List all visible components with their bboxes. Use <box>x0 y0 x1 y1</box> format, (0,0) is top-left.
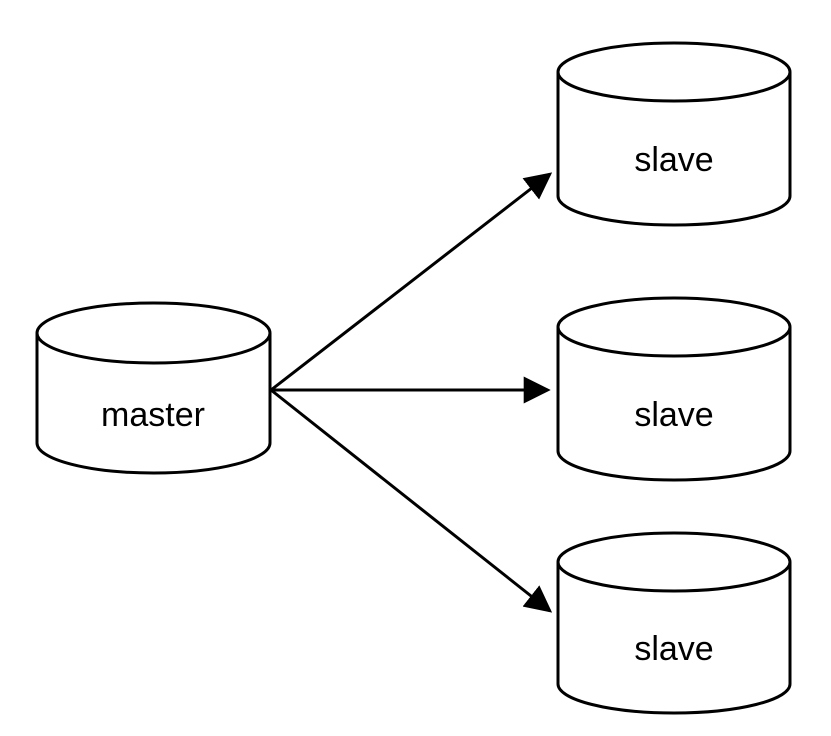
slave-node-3: slave <box>556 531 792 715</box>
slave-3-cylinder-body <box>556 562 792 715</box>
slave-1-cylinder-body <box>556 72 792 227</box>
slave-1-cylinder-top <box>556 41 792 103</box>
slave-3-cylinder-top <box>556 531 792 593</box>
master-cylinder-top <box>35 301 272 365</box>
slave-2-cylinder-top <box>556 296 792 358</box>
slave-2-cylinder-body <box>556 327 792 482</box>
slave-1-label: slave <box>634 141 713 179</box>
arrow-master-to-slave-1 <box>270 172 553 392</box>
master-cylinder-body <box>35 333 272 475</box>
edges <box>270 172 553 613</box>
slave-2-label: slave <box>634 396 713 434</box>
slave-node-1: slave <box>556 41 792 227</box>
slave-node-2: slave <box>556 296 792 482</box>
arrow-master-to-slave-3 <box>270 388 553 613</box>
slave-3-label: slave <box>634 630 713 668</box>
master-label: master <box>101 396 205 434</box>
master-node: master <box>35 301 272 475</box>
